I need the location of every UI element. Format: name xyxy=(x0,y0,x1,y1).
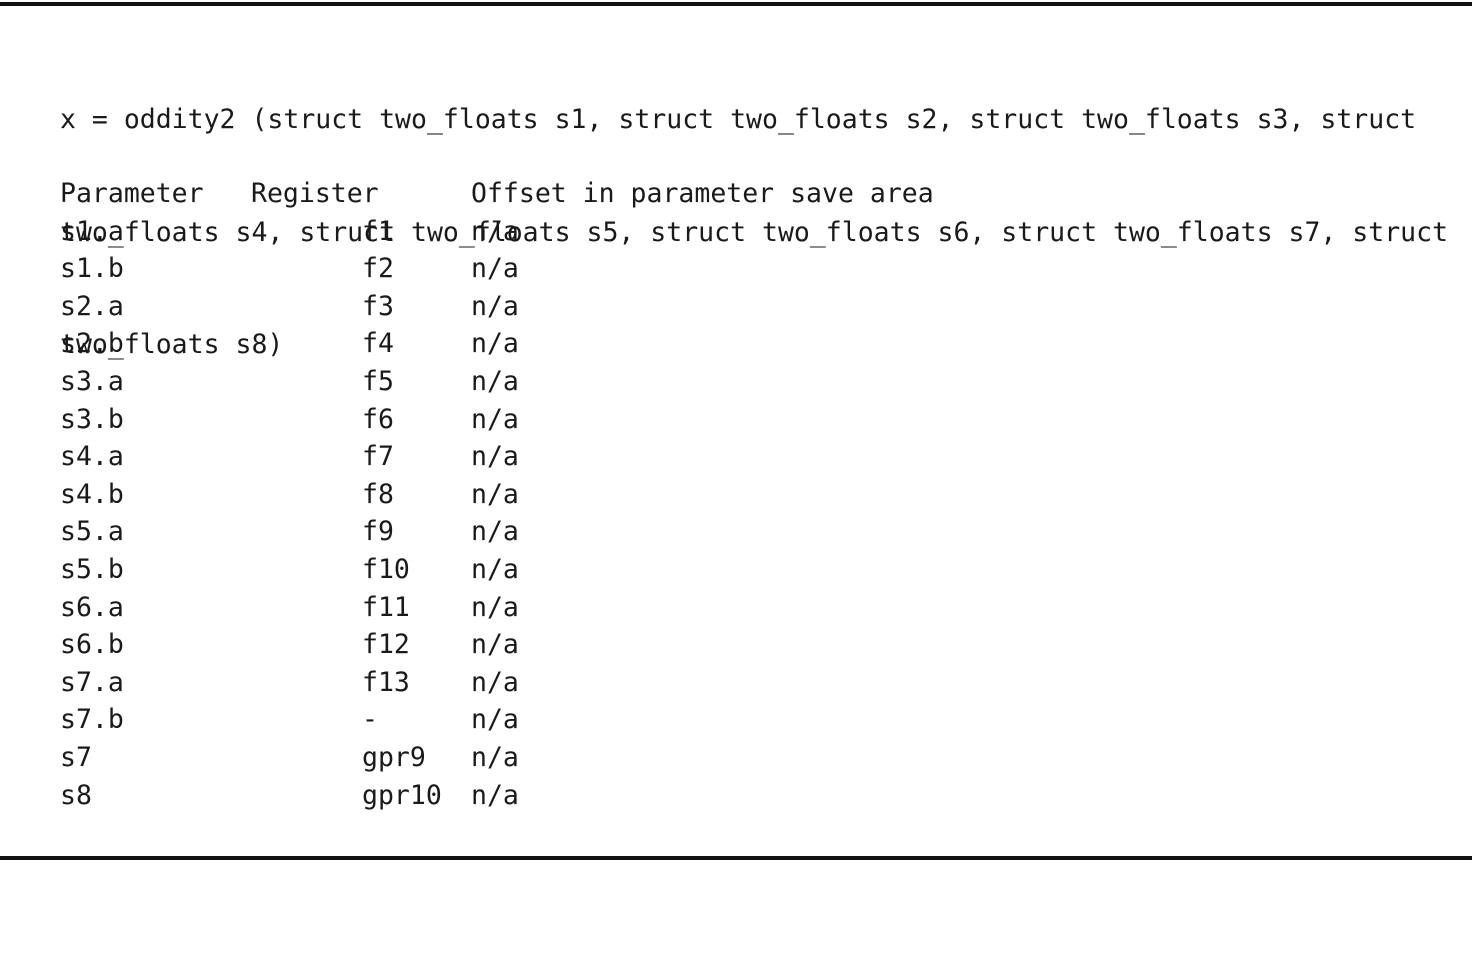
cell-register: f2 xyxy=(362,253,394,285)
table-row: s4.b f8 n/a xyxy=(60,476,519,514)
cell-offset: n/a xyxy=(471,441,519,473)
cell-offset: n/a xyxy=(471,403,519,435)
table-row: s6.b f12 n/a xyxy=(60,626,519,664)
cell-register: f1 xyxy=(362,215,394,247)
table-row: s4.a f7 n/a xyxy=(60,438,519,476)
cell-register: f6 xyxy=(362,403,394,435)
cell-offset: n/a xyxy=(471,629,519,661)
cell-offset: n/a xyxy=(471,328,519,360)
header-register: Register xyxy=(251,178,379,209)
table-header-row: Parameter Register Offset in parameter s… xyxy=(60,175,934,213)
cell-parameter: s7 xyxy=(60,741,92,773)
cell-parameter: s4.a xyxy=(60,441,124,473)
cell-offset: n/a xyxy=(471,779,519,811)
cell-parameter: s1.a xyxy=(60,215,124,247)
cell-parameter: s2.b xyxy=(60,328,124,360)
cell-parameter: s3.b xyxy=(60,403,124,435)
cell-register: - xyxy=(362,704,378,736)
bottom-rule xyxy=(0,856,1472,860)
table-row: s2.b f4 n/a xyxy=(60,325,519,363)
cell-parameter: s7.a xyxy=(60,666,124,698)
cell-parameter: s5.a xyxy=(60,516,124,548)
cell-parameter: s1.b xyxy=(60,253,124,285)
table-row: s1.b f2 n/a xyxy=(60,250,519,288)
table-row: s5.b f10 n/a xyxy=(60,551,519,589)
cell-register: f7 xyxy=(362,441,394,473)
cell-register: f5 xyxy=(362,365,394,397)
signature-line: x = oddity2 (struct two_floats s1, struc… xyxy=(60,104,1417,135)
cell-offset: n/a xyxy=(471,215,519,247)
signature-line: two_floats s4, struct two_floats s5, str… xyxy=(60,216,1449,248)
cell-register: f4 xyxy=(362,328,394,360)
cell-parameter: s6.a xyxy=(60,591,124,623)
cell-parameter: s8 xyxy=(60,779,92,811)
cell-register: f10 xyxy=(362,553,410,585)
table-row: s7.b - n/a xyxy=(60,701,519,739)
cell-register: f3 xyxy=(362,290,394,322)
cell-parameter: s7.b xyxy=(60,704,124,736)
cell-offset: n/a xyxy=(471,253,519,285)
top-rule xyxy=(0,2,1472,6)
cell-register: f11 xyxy=(362,591,410,623)
cell-offset: n/a xyxy=(471,666,519,698)
cell-parameter: s3.a xyxy=(60,365,124,397)
table-row: s8 gpr10 n/a xyxy=(60,777,519,815)
function-signature: x = oddity2 (struct two_floats s1, struc… xyxy=(60,26,1448,401)
table-row: s3.a f5 n/a xyxy=(60,363,519,401)
header-parameter: Parameter xyxy=(60,178,204,209)
table-row: s1.a f1 n/a xyxy=(60,213,519,251)
cell-parameter: s6.b xyxy=(60,629,124,661)
cell-offset: n/a xyxy=(471,516,519,548)
cell-register: gpr10 xyxy=(362,779,442,811)
cell-register: f9 xyxy=(362,516,394,548)
cell-parameter: s4.b xyxy=(60,478,124,510)
table-row: s2.a f3 n/a xyxy=(60,288,519,326)
header-offset: Offset in parameter save area xyxy=(471,178,934,209)
cell-register: gpr9 xyxy=(362,741,426,773)
register-table: Parameter Register Offset in parameter s… xyxy=(60,175,934,815)
table-row: s6.a f11 n/a xyxy=(60,589,519,627)
cell-offset: n/a xyxy=(471,290,519,322)
table-row: s7 gpr9 n/a xyxy=(60,739,519,777)
cell-parameter: s2.a xyxy=(60,290,124,322)
cell-offset: n/a xyxy=(471,704,519,736)
table-row: s3.b f6 n/a xyxy=(60,401,519,439)
cell-offset: n/a xyxy=(471,741,519,773)
cell-offset: n/a xyxy=(471,478,519,510)
cell-offset: n/a xyxy=(471,553,519,585)
cell-parameter: s5.b xyxy=(60,553,124,585)
cell-offset: n/a xyxy=(471,365,519,397)
signature-line: two_floats s8) xyxy=(60,329,284,360)
cell-register: f12 xyxy=(362,629,410,661)
cell-register: f13 xyxy=(362,666,410,698)
table-row: s7.a f13 n/a xyxy=(60,664,519,702)
cell-register: f8 xyxy=(362,478,394,510)
table-row: s5.a f9 n/a xyxy=(60,513,519,551)
cell-offset: n/a xyxy=(471,591,519,623)
